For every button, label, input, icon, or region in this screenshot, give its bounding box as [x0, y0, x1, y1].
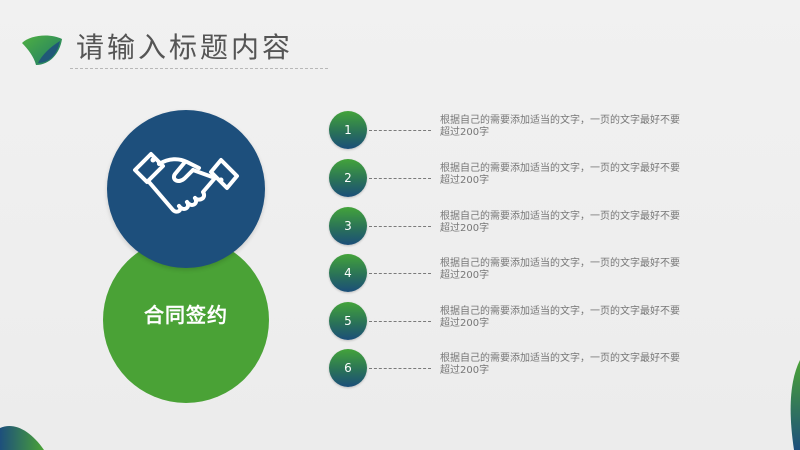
dotted-connector	[369, 368, 431, 369]
item-text: 根据自己的需要添加适当的文字，一页的文字最好不要超过200字	[440, 211, 680, 234]
handshake-circle	[107, 110, 265, 268]
item-number-badge: 1	[329, 111, 367, 149]
dotted-connector	[369, 273, 431, 274]
item-number-badge: 6	[329, 349, 367, 387]
item-number-badge: 3	[329, 207, 367, 245]
dotted-connector	[369, 178, 431, 179]
item-text: 根据自己的需要添加适当的文字，一页的文字最好不要超过200字	[440, 353, 680, 376]
corner-decoration	[790, 360, 800, 450]
dotted-connector	[369, 130, 431, 131]
item-text: 根据自己的需要添加适当的文字，一页的文字最好不要超过200字	[440, 258, 680, 281]
list-item: 5 根据自己的需要添加适当的文字，一页的文字最好不要超过200字	[329, 302, 689, 342]
leaf-logo-icon	[22, 35, 62, 65]
list-item: 6 根据自己的需要添加适当的文字，一页的文字最好不要超过200字	[329, 349, 689, 389]
handshake-icon	[133, 152, 239, 214]
contract-label: 合同签约	[144, 303, 228, 327]
item-text: 根据自己的需要添加适当的文字，一页的文字最好不要超过200字	[440, 163, 680, 186]
item-number-badge: 2	[329, 159, 367, 197]
item-text: 根据自己的需要添加适当的文字，一页的文字最好不要超过200字	[440, 115, 680, 138]
page-title: 请输入标题内容	[76, 31, 294, 64]
list-item: 2 根据自己的需要添加适当的文字，一页的文字最好不要超过200字	[329, 159, 689, 199]
dotted-connector	[369, 226, 431, 227]
item-number-badge: 4	[329, 254, 367, 292]
list-item: 1 根据自己的需要添加适当的文字，一页的文字最好不要超过200字	[329, 111, 689, 151]
item-number-badge: 5	[329, 302, 367, 340]
corner-decoration	[0, 426, 44, 450]
dotted-connector	[369, 321, 431, 322]
list-item: 3 根据自己的需要添加适当的文字，一页的文字最好不要超过200字	[329, 207, 689, 247]
title-underline	[70, 68, 328, 69]
item-text: 根据自己的需要添加适当的文字，一页的文字最好不要超过200字	[440, 306, 680, 329]
list-item: 4 根据自己的需要添加适当的文字，一页的文字最好不要超过200字	[329, 254, 689, 294]
